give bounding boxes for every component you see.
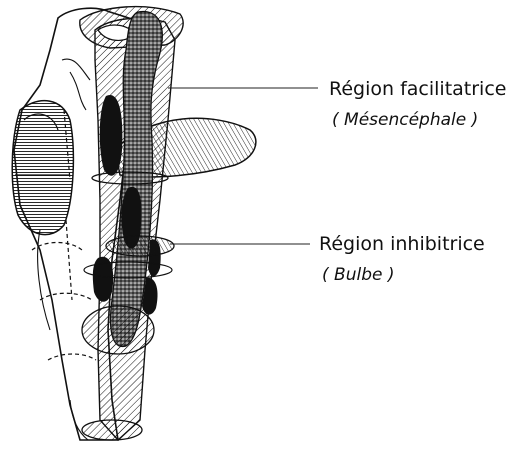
inhibitory-region-label: Région inhibitrice [319, 233, 485, 255]
inhibitory-subregion-label: ( Bulbe ) [322, 265, 394, 285]
facilitatory-region-label: Région facilitatrice [329, 78, 506, 100]
facilitatory-subregion-label: ( Mésencéphale ) [332, 110, 478, 130]
left-lobe [12, 101, 73, 235]
